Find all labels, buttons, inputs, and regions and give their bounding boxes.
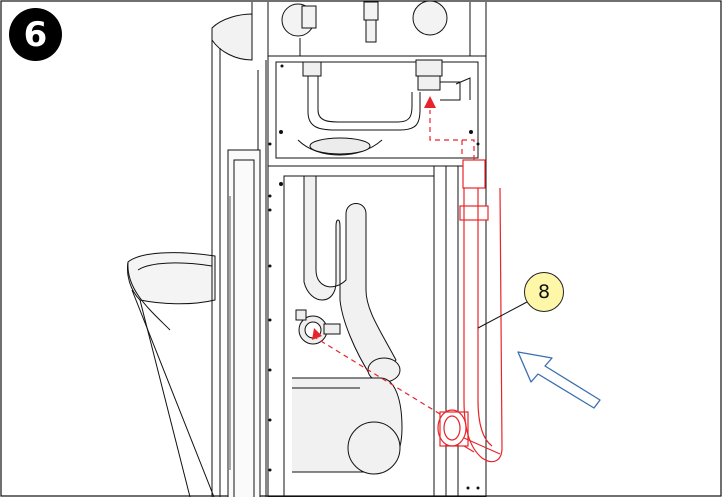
highlighted-hose [437, 159, 503, 463]
red-arrowhead-icon [312, 96, 436, 340]
upper-hose [297, 59, 471, 156]
callout-leader [477, 301, 528, 329]
step-number: 6 [23, 14, 48, 55]
valve-fitting [295, 309, 341, 345]
flow-dashed-lines [315, 110, 475, 415]
top-valves [281, 0, 448, 56]
side-access-panel [227, 149, 261, 497]
drain-pipes [292, 175, 403, 475]
part-callout-8: 8 [524, 272, 564, 312]
callout-label: 8 [537, 281, 551, 303]
step-number-badge: 6 [9, 8, 62, 61]
frame-holes [268, 64, 480, 490]
arrow-up-left-icon [517, 351, 601, 409]
toilet-bowl [127, 252, 216, 497]
